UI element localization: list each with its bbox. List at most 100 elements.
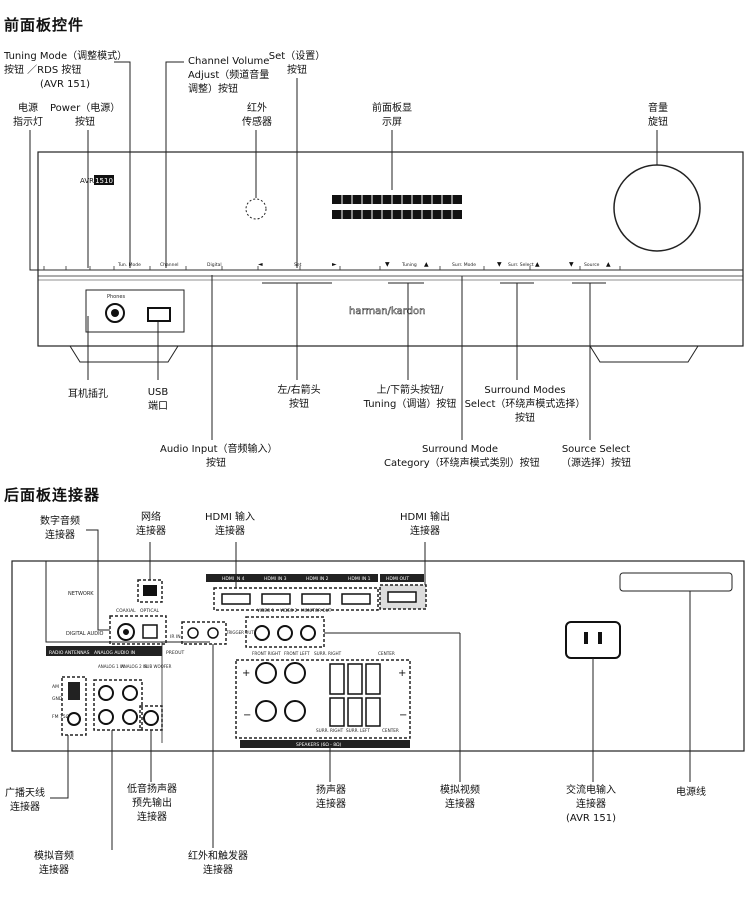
model-badge	[94, 175, 114, 185]
down-arrow-icon: ▼	[385, 261, 390, 268]
headphone-jack-core	[111, 309, 119, 317]
label-left-right: 左/右箭头 按钮	[277, 385, 321, 410]
minus-left-icon: −	[243, 710, 251, 721]
headphone-jack	[105, 303, 125, 323]
fm-label: FM 75Ω	[52, 714, 70, 720]
label-display: 前面板显 示屏	[372, 103, 412, 128]
button-label-channel: Channel	[160, 262, 178, 268]
button-label-surr-select: Surr. Select	[508, 262, 534, 268]
label-power-indicator: 电源 指示灯	[13, 103, 43, 128]
plus-right-icon: +	[398, 668, 406, 679]
optical-jack	[142, 624, 158, 639]
speaker-binding-posts	[255, 662, 306, 722]
label-power-cord: 电源线	[676, 787, 706, 798]
center-label: CENTER	[382, 728, 399, 733]
ir-in-jack	[187, 627, 199, 639]
sub-label: SUB WOOFER	[144, 664, 172, 669]
coaxial-jack-core	[123, 629, 129, 635]
hdmi-in4-label: HDMI IN 4	[222, 576, 245, 582]
label-sub-out: 低音扬声器 预先输出 连接器	[127, 784, 177, 823]
ac-pin-right	[598, 632, 602, 644]
usb-port	[147, 307, 171, 322]
network-label: NETWORK	[68, 591, 94, 597]
hdmi-in2-label: HDMI IN 2	[306, 576, 329, 582]
am-label: AM	[52, 684, 59, 690]
model-prefix: AVR	[80, 177, 94, 185]
minus-right-icon: −	[399, 710, 407, 721]
label-antenna: 广播天线 连接器	[5, 788, 45, 813]
sub-out-jack	[143, 710, 159, 726]
label-analog-audio: 模拟音频 连接器	[34, 851, 74, 876]
hdmi-in1-label: HDMI IN 1	[348, 576, 371, 582]
video-jacks	[254, 625, 316, 641]
front-display	[332, 195, 462, 219]
front-panel	[37, 151, 744, 363]
trigger-jack	[207, 627, 219, 639]
analog1-label: ANALOG 1 IN	[98, 664, 124, 669]
left-arrow-icon: ◄	[258, 261, 263, 268]
label-surround-category: Surround Mode Category（环绕声模式类别）按钮	[384, 444, 540, 469]
label-video: 模拟视频 连接器	[440, 785, 480, 810]
surr-down-arrow-icon: ▼	[497, 261, 502, 268]
label-ir-trigger: 红外和触发器 连接器	[188, 851, 248, 876]
speakers-bar	[240, 740, 410, 748]
digital-audio-frame	[109, 615, 167, 645]
ir-sensor	[245, 198, 267, 220]
label-up-down: 上/下箭头按钮/ Tuning（调谐）按钮	[363, 385, 457, 410]
label-usb: USB 端口	[147, 387, 169, 412]
button-label-set: Set	[294, 262, 302, 268]
coaxial-label: COAXIAL	[116, 608, 136, 614]
video-frame	[245, 616, 325, 648]
analog-audio-frame	[93, 679, 143, 731]
fm-jack	[67, 712, 81, 726]
front-leader-lines	[29, 61, 658, 440]
analog-audio-header	[90, 646, 162, 656]
label-ac-input: 交流电输入 连接器 (AVR 151)	[565, 785, 617, 824]
label-ir-sensor: 红外 传感器	[242, 103, 272, 128]
label-channel-volume: Channel Volume Adjust（频道音量 调整）按钮	[188, 56, 270, 95]
analog-audio-jacks	[98, 685, 138, 725]
label-power: Power（电源） 按钮	[50, 103, 121, 128]
ac-inlet	[565, 621, 621, 659]
volume-knob	[613, 164, 701, 252]
antenna-frame	[61, 676, 87, 736]
ir-trigger-frame	[181, 621, 227, 645]
label-speakers: 扬声器 连接器	[316, 785, 346, 810]
front-panel-heading: 前面板控件	[4, 16, 85, 34]
label-digital-audio: 数字音频 连接器	[40, 516, 80, 541]
optical-label: OPTICAL	[140, 608, 160, 614]
radio-header	[46, 646, 90, 656]
label-headphone: 耳机插孔	[68, 389, 108, 400]
hdmi-in-ports	[221, 593, 371, 605]
phones-usb-panel	[85, 289, 185, 333]
label-audio-input: Audio Input（音频输入） 按钮	[160, 444, 278, 469]
label-volume-knob: 音量 旋钮	[648, 103, 668, 128]
source-up-arrow-icon: ▲	[606, 261, 611, 268]
trigger-label: TRIGGER OUT	[225, 630, 254, 635]
hdmi-out-port	[387, 591, 417, 603]
speaker-spring-clips	[329, 663, 381, 727]
video1-label: VIDEO 1	[257, 608, 275, 613]
speakers-bar-label: SPEAKERS (6Ω - 8Ω)	[296, 742, 342, 748]
front-right-label: FRONT RIGHT	[252, 651, 281, 656]
model-number: 1510	[95, 177, 113, 185]
right-arrow-icon: ►	[332, 261, 337, 268]
hdmi-out-header	[380, 574, 424, 582]
button-label-digital: Digital	[207, 262, 222, 268]
label-hdmi-out: HDMI 输出 连接器	[400, 512, 450, 537]
radio-label: RADIO ANTENNAS	[49, 650, 90, 656]
front-button-row	[40, 266, 740, 271]
hdmi-in3-label: HDMI IN 3	[264, 576, 287, 582]
up-arrow-icon: ▲	[424, 261, 429, 268]
ir-in-label: IR IN	[170, 634, 181, 640]
hdmi-out-label: HDMI OUT	[386, 576, 409, 582]
source-down-arrow-icon: ▼	[569, 261, 574, 268]
digital-audio-label: DIGITAL AUDIO	[66, 631, 104, 637]
label-surround-modes: Surround Modes Select（环绕声模式选择） 按钮	[464, 385, 586, 424]
surr-up-arrow-icon: ▲	[535, 261, 540, 268]
analog-audio-label: ANALOG AUDIO IN	[94, 650, 135, 656]
brand-logo: harman/kardon	[349, 306, 425, 317]
label-source-select: Source Select （源选择）按钮	[561, 444, 631, 469]
video2-label: VIDEO 2	[280, 608, 298, 613]
